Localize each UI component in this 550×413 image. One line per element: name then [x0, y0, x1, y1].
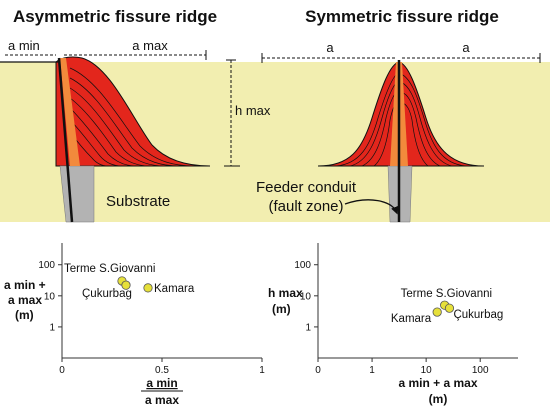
chart-right-ylabel-1: h max: [268, 286, 303, 300]
chart-right-ytick-label: 100: [294, 260, 311, 271]
label-a-left: a: [326, 40, 334, 55]
conduit-left: [59, 165, 95, 223]
chart-right-point-label: Kamara: [391, 313, 432, 325]
chart-right-ticks: 0 1 10 100 1 10 100: [294, 260, 489, 376]
chart-left-point: [143, 283, 153, 293]
label-a-right: a: [462, 40, 470, 55]
chart-left-point: [121, 280, 131, 290]
chart-right-xtick-label: 100: [472, 365, 489, 376]
chart-right-point: [444, 303, 455, 313]
chart-right-xtick-label: 0: [315, 365, 321, 376]
ridge-asymmetric-layers: [69, 67, 196, 167]
ridge-symmetric-layers: [335, 73, 467, 167]
chart-left-xtick-label: 0: [59, 365, 65, 376]
label-feeder-line1: Feeder conduit: [256, 179, 357, 196]
chart-left-ytick-label: 10: [44, 291, 56, 302]
chart-left-xtick-label: 1: [259, 365, 265, 376]
chart-left-ytick-label: 1: [49, 322, 55, 333]
chart-left-xtick-label: 0.5: [155, 365, 169, 376]
chart-left-ylabel-1: a min +: [4, 278, 46, 292]
fault-line-left: [57, 57, 74, 223]
chart-left-ylabel-2: a max: [8, 293, 42, 307]
chart-right-xtick-label: 1: [369, 365, 375, 376]
ridge-asymmetric: [55, 56, 211, 167]
chart-right-xlabel-2: (m): [429, 392, 448, 406]
core-left: [60, 58, 80, 166]
chart-right-ytick-label: 1: [305, 322, 311, 333]
label-a-min: a min: [8, 38, 40, 53]
chart-left-ylabel-3: (m): [15, 308, 34, 322]
chart-right-point-label: Çukurbag: [453, 309, 503, 321]
chart-right-point-label: Terme S.Giovanni: [401, 288, 492, 300]
chart-left-xlabel-den: a max: [145, 393, 179, 407]
chart-left-point-label: Terme S.Giovanni: [64, 263, 155, 275]
chart-right-xtick-label: 10: [421, 365, 433, 376]
chart-left-ytick-label: 100: [38, 260, 55, 271]
chart-left-xlabel-num: a min: [146, 376, 177, 390]
label-substrate: Substrate: [106, 193, 170, 210]
title-symmetric: Symmetric fissure ridge: [305, 7, 499, 26]
chart-left-point-label: Çukurbag: [82, 288, 132, 300]
chart-right-ytick-label: 10: [300, 291, 312, 302]
label-feeder-line2: (fault zone): [268, 198, 343, 215]
label-a-max: a max: [132, 38, 168, 53]
label-h-max: h max: [235, 103, 271, 118]
chart-right-ylabel-2: (m): [272, 302, 291, 316]
feeder-arrow: [344, 199, 399, 215]
chart-left-point-label: Kamara: [154, 283, 195, 295]
title-asymmetric: Asymmetric fissure ridge: [13, 7, 217, 26]
chart-right-xlabel-1: a min + a max: [398, 376, 477, 390]
chart-right-point: [432, 307, 442, 317]
chart-left-ticks: 0 0.5 1 1 10 100: [38, 260, 265, 376]
